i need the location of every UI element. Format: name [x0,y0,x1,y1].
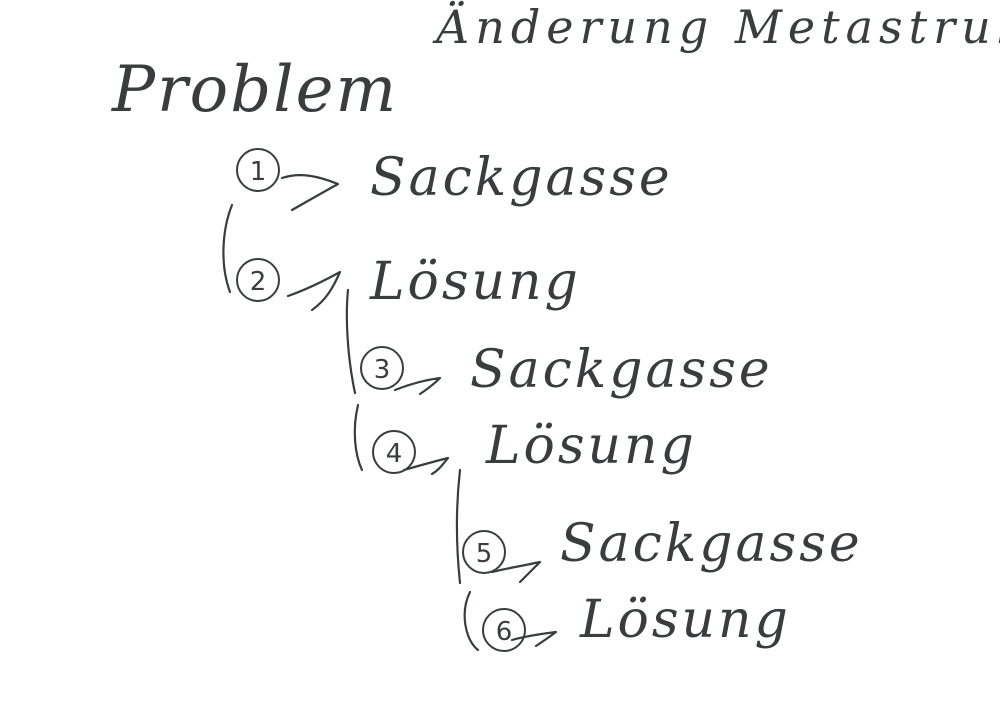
step-number-3: 3 [360,346,404,390]
step-number-2: 2 [236,258,280,302]
arrow-2 [286,270,342,312]
bracket-5-6 [463,590,480,652]
step-number-4: 4 [372,430,416,474]
bracket-1-2 [222,203,234,294]
step-label-3: Sackgasse [470,340,773,400]
step-number-1: 1 [236,148,280,192]
bracket-2-3 [345,288,357,395]
step-label-4: Lösung [486,416,697,476]
arrow-1 [280,174,340,212]
root-problem: Problem [112,53,399,127]
bracket-3-4 [353,403,364,472]
step-label-5: Sackgasse [560,514,863,574]
step-number-6: 6 [482,608,526,652]
step-number-5: 5 [462,530,506,574]
heading: Änderung Metastruktur [436,0,1000,54]
step-label-2: Lösung [370,252,581,312]
step-label-6: Lösung [580,590,791,650]
step-label-1: Sackgasse [370,148,673,208]
bracket-4-5 [455,468,462,585]
arrow-3 [393,376,442,396]
